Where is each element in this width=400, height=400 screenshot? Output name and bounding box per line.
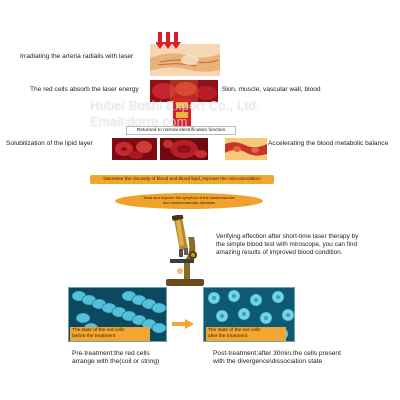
before-tag-line2: before the treatment [72,333,116,339]
step3-left-label: Solubilization of the lipid layer [6,140,93,147]
ellipse-line1: Treat and improve the symptom of the car… [143,195,235,201]
after-caption-line2: with the divergence\dissociation state [213,358,323,366]
returned-label: Returned to normal electrification funct… [136,128,226,133]
returned-box [126,126,236,135]
lipid-tile-left [112,138,157,160]
lipid-tile-right [225,138,267,160]
energy-column [171,98,193,128]
after-caption: Post-treatment:after 30min,the cells pre… [213,350,341,366]
lipid-tile-center [160,138,208,160]
watermark-line2: Email:dorre com [90,114,188,129]
after-state-tag: The state of the red cells after the tre… [206,327,286,341]
treatment-ellipse: Treat and improve the symptom of the car… [115,193,263,209]
laser-beam-arrows [155,32,182,52]
step2-right-label: Skin, muscle, vascular wall, blood [222,86,321,93]
after-tag-line2: after the treatment [208,333,248,339]
microscope-icon [160,213,210,287]
watermark-line1: Hubei Boshi Export Co., Ltd. [90,98,260,113]
microscope-text: Verifying effection after short-time las… [216,233,359,257]
step3-right-label: Accelerating the blood metabolic balance [268,140,389,147]
microcirculation-bar: Decrease the viscosity of blood and bloo… [90,175,274,184]
before-tag-line1: The state of the red cells [72,328,125,333]
before-caption-line2: arrange with the(coil or string) [72,358,160,366]
absorption-image [150,80,218,102]
before-state-tag: The state of the red cells before the tr… [70,327,150,341]
step1-label: Irradiating the arteria radialis with la… [20,53,134,60]
step2-left-label: The red cells absorb the laser energy [30,86,139,93]
after-caption-line1: Post-treatment:after 30min,the cells pre… [213,350,341,357]
before-caption-line1: Pre-treatment:the red cells [72,350,150,357]
right-arrow-icon [172,316,194,329]
ellipse-line2: and cerebrovascular diseases [163,200,215,205]
before-caption: Pre-treatment:the red cells arrange with… [72,350,159,366]
laser-arm-image [150,44,220,76]
after-tag-line1: The state of the red cells [208,328,261,333]
